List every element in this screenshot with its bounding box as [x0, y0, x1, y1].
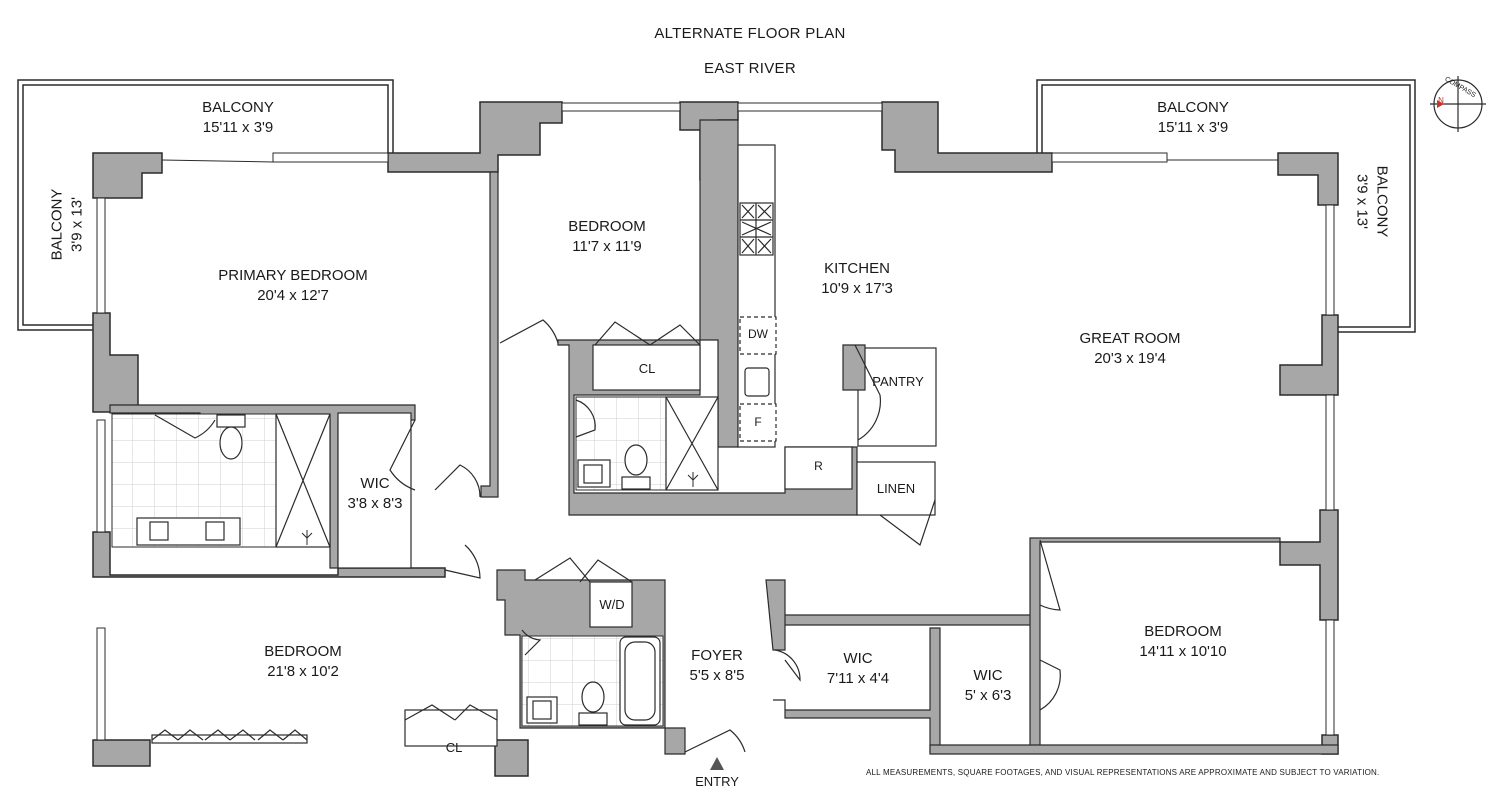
wic-primary-box — [337, 412, 412, 569]
laundry-label: W/D — [599, 597, 625, 612]
disclaimer: ALL MEASUREMENTS, SQUARE FOOTAGES, AND V… — [866, 768, 1380, 777]
closet-upper-box — [592, 344, 701, 391]
linen-label: LINEN — [876, 481, 916, 496]
wd-box — [589, 581, 633, 628]
fridge-label: F — [754, 415, 762, 429]
entry-marker — [710, 757, 724, 770]
compass-icon — [1430, 76, 1486, 132]
kitchen-sink — [744, 367, 770, 397]
plan-title: ALTERNATE FLOOR PLAN — [654, 25, 846, 42]
exterior-walls — [92, 101, 1339, 777]
closet-upper-label: CL — [638, 361, 656, 376]
dishwasher — [739, 316, 777, 355]
pantry-label: PANTRY — [872, 374, 924, 389]
windows — [96, 102, 1335, 741]
range-box — [784, 446, 853, 490]
orientation-label: EAST RIVER — [704, 60, 796, 77]
closet-lower-label: CL — [445, 740, 463, 755]
compass-north: N — [1438, 96, 1444, 105]
kitchen-counter — [737, 144, 776, 448]
pantry-box — [857, 347, 937, 447]
balcony-right — [1036, 79, 1416, 333]
balcony-left — [17, 79, 394, 331]
fridge — [739, 403, 777, 442]
entry-label: ENTRY — [695, 774, 739, 789]
door-swings — [151, 319, 1061, 753]
linen-box — [856, 461, 936, 516]
closet-lower-box — [404, 709, 498, 747]
range-label: R — [814, 459, 823, 473]
dishwasher-label: DW — [748, 327, 768, 341]
